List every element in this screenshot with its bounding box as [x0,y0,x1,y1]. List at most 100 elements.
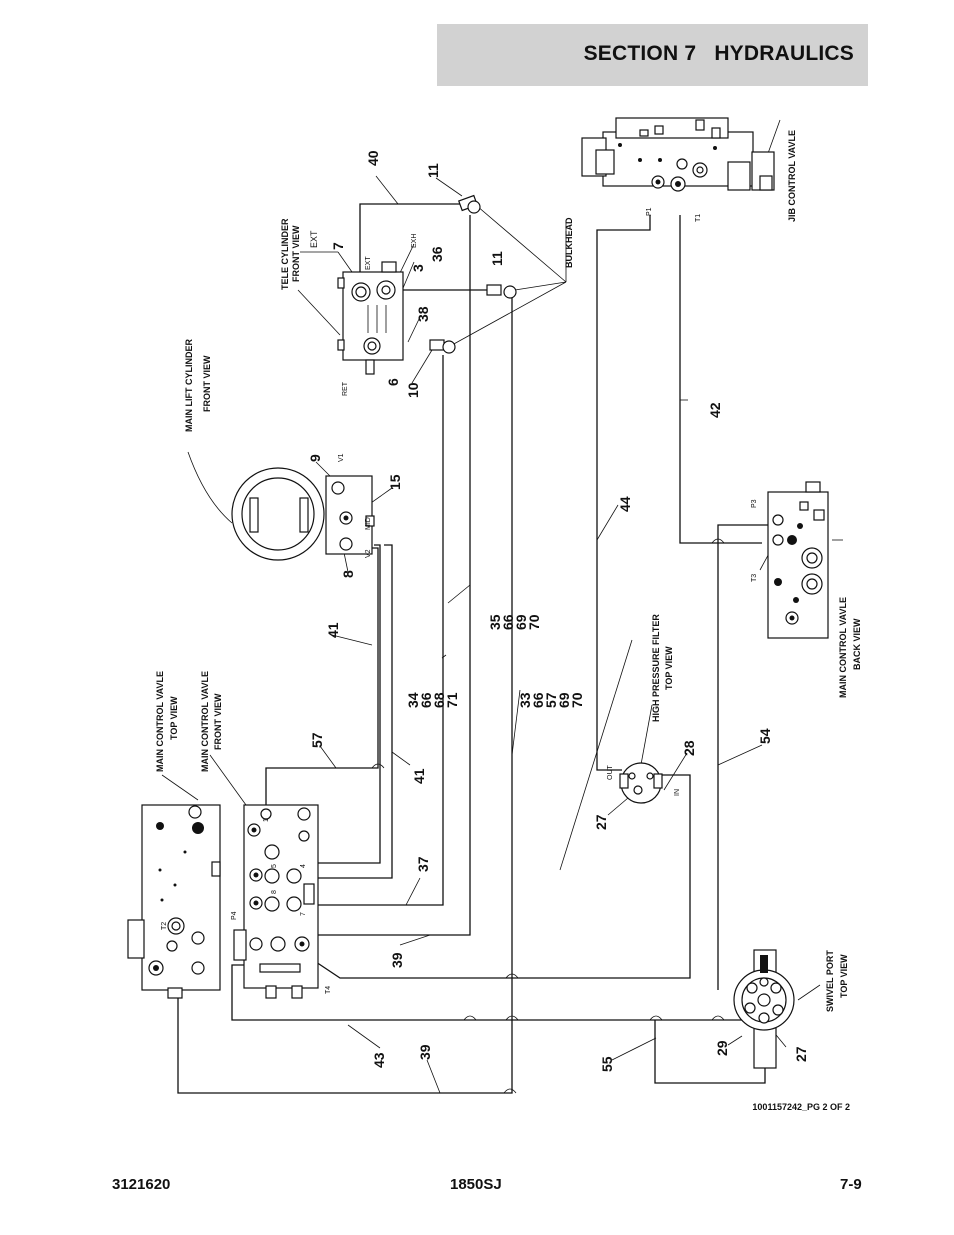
callout-39a: 39 [389,952,405,968]
mcv-top-label-1: MAIN CONTROL VAVLE [155,671,165,772]
port-p1: P1 [646,207,653,216]
port-ext-side: EXT [365,256,372,270]
port-v1: V1 [338,453,345,462]
mcv-front-label-2: FRONT VIEW [213,693,223,750]
callout-stack-33-5: 70 [569,692,585,708]
main-control-valve-top [127,804,221,999]
port-t3: T3 [751,574,758,582]
callout-41b: 41 [411,768,427,784]
footer-model: 1850SJ [450,1176,502,1193]
port-t4: T4 [325,986,332,994]
callout-stack-35-2: 66 [500,614,516,630]
callout-3: 3 [410,264,426,272]
callout-9: 9 [307,454,323,462]
callout-stack-34: 34 66 68 71 [405,692,460,708]
callout-57: 57 [309,732,325,748]
callout-stack-34-3: 68 [431,692,447,708]
main-control-valve-back [767,481,829,639]
tele-cylinder [337,261,404,375]
port-p3: P3 [751,499,758,508]
tele-cylinder-label-1: TELE CYLINDER [280,218,290,290]
callout-27b: 27 [793,1046,809,1062]
tele-cylinder-label-2: FRONT VIEW [291,225,301,282]
main-control-valve-front [233,804,319,999]
callout-stack-35-1: 35 [487,614,503,630]
swivel-label-1: SWIVEL PORT [825,950,835,1012]
callout-stack-34-2: 66 [418,692,434,708]
callout-stack-35-4: 70 [526,614,542,630]
callout-38: 38 [415,306,431,322]
jib-control-valve [581,117,775,192]
port-t1: T1 [695,214,702,222]
port-exh: EXH [411,234,418,248]
callout-39b: 39 [417,1044,433,1060]
main-lift-label-1: MAIN LIFT CYLINDER [184,339,194,432]
mcv-port-1: 1 [263,818,270,822]
hp-filter-label-1: HIGH PRESSURE FILTER [651,614,661,722]
port-ext-top: EXT [309,230,319,248]
bulkhead-label: BULKHEAD [564,217,574,268]
callout-43: 43 [371,1052,387,1068]
callout-stack-33-4: 69 [556,692,572,708]
port-labels: P1 T1 EXT EXT EXH RET V1 MID V2 P3 T3 OU… [161,207,758,994]
callout-6: 6 [385,378,401,386]
high-pressure-filter [619,762,663,804]
callout-stack-34-1: 34 [405,692,421,708]
port-in: IN [674,789,681,796]
component-labels: JIB CONTROL VAVLE BULKHEAD TELE CYLINDER… [155,130,862,1012]
callout-29: 29 [714,1040,730,1056]
hp-filter-label-2: TOP VIEW [664,646,674,690]
footer-page: 7-9 [840,1176,862,1193]
port-mid: MID [365,517,372,530]
port-out: OUT [607,765,614,781]
callout-11b: 11 [489,251,505,266]
port-v2: V2 [365,549,372,558]
port-t2: T2 [161,922,168,930]
fittings [429,194,517,354]
callout-stack-33: 33 66 57 69 70 [517,692,585,708]
mcv-port-8: 8 [271,890,278,894]
callout-10: 10 [405,382,421,398]
callout-stack-34-4: 71 [444,692,460,708]
callout-stack-33-2: 66 [530,692,546,708]
mcv-front-label-1: MAIN CONTROL VAVLE [200,671,210,772]
callout-41a: 41 [325,622,341,638]
mcv-port-7: 7 [300,912,307,916]
callout-40: 40 [365,150,381,166]
callout-numbers: 40 11 7 36 11 3 38 6 10 42 9 15 8 44 41 … [307,150,809,1072]
mcv-back-label-1: MAIN CONTROL VAVLE [838,597,848,698]
mcv-top-label-2: TOP VIEW [169,696,179,740]
swivel-label-2: TOP VIEW [839,954,849,998]
callout-stack-33-3: 57 [543,692,559,708]
footer-doc-number: 3121620 [112,1176,171,1193]
callout-28: 28 [681,740,697,756]
callout-36: 36 [429,246,445,262]
callout-stack-35-3: 69 [513,614,529,630]
callout-44: 44 [617,496,633,512]
callout-stack-35: 35 66 69 70 [487,614,542,630]
callout-8: 8 [340,570,356,578]
port-p4: P4 [231,911,238,920]
callout-27a: 27 [593,814,609,830]
mcv-port-4: 4 [300,864,307,868]
callout-15: 15 [387,474,403,490]
section-title: SECTION 7 HYDRAULICS [583,42,854,65]
mcv-port-5: 5 [271,864,278,868]
callout-42: 42 [707,402,723,418]
leader-lines [161,119,843,1094]
callout-37: 37 [415,856,431,872]
section-header: SECTION 7 HYDRAULICS [437,24,868,86]
callout-stack-33-1: 33 [517,692,533,708]
drawing-id: 1001157242_PG 2 OF 2 [752,1102,850,1112]
callout-55: 55 [599,1056,615,1072]
callout-11a: 11 [425,163,441,178]
swivel-port [733,949,795,1069]
main-lift-cylinder [231,467,375,561]
callout-54: 54 [757,728,773,744]
mcv-back-label-2: BACK VIEW [852,618,862,670]
main-lift-label-2: FRONT VIEW [202,355,212,412]
callout-7: 7 [330,242,346,250]
port-ret: RET [342,381,349,396]
jib-control-valve-label: JIB CONTROL VAVLE [787,130,797,222]
